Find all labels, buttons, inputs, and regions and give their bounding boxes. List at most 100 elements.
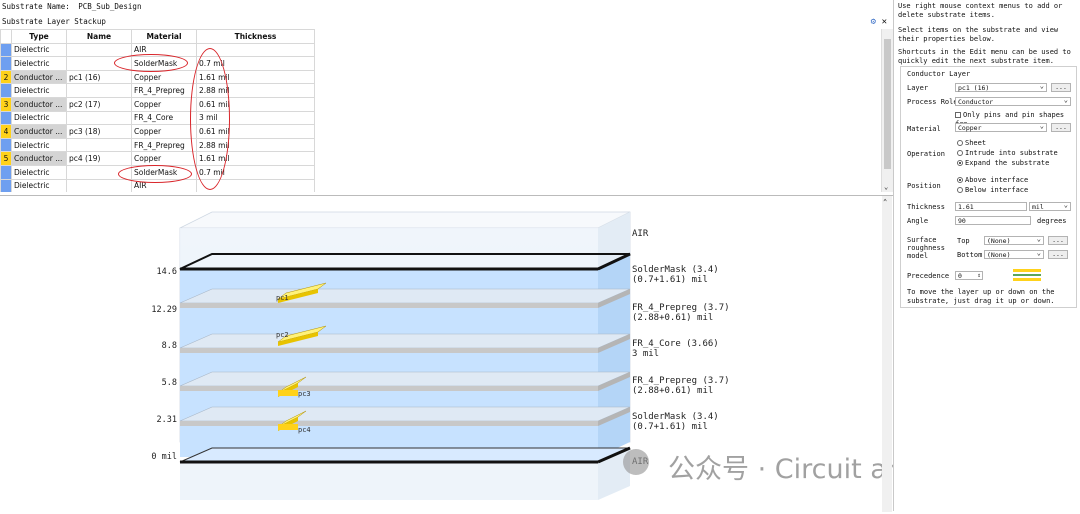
thickness-input[interactable]: 1.61 — [955, 202, 1027, 211]
substrate-editor: Substrate Name: PCB_Sub_Design Substrate… — [0, 0, 1013, 512]
layer-more-button[interactable]: ... — [1051, 83, 1071, 92]
highlight-circle-bottom-soldermask — [118, 165, 192, 183]
cell-material[interactable]: FR_4_Prepreg — [131, 137, 197, 153]
cell-name[interactable]: pc3 (18) — [66, 124, 132, 139]
cell-type[interactable]: Conductor ... — [11, 96, 67, 112]
roughness-bottom-select[interactable]: (None) — [984, 249, 1044, 259]
scrollbar-thumb[interactable] — [884, 39, 891, 169]
roughness-bottom-more-button[interactable]: ... — [1048, 250, 1068, 259]
layer-select[interactable]: pc1 (16) — [955, 82, 1047, 92]
roughness-label-2: roughness — [907, 244, 945, 252]
row-index[interactable] — [0, 83, 12, 98]
process-role-select[interactable]: Conductor — [955, 96, 1071, 106]
position-below-radio[interactable]: Below interface — [957, 186, 1028, 195]
radio-selected-icon[interactable] — [957, 177, 963, 183]
cell-type[interactable]: Dielectric — [11, 164, 67, 180]
table-header: Type Name Material Thickness — [0, 29, 315, 44]
cell-type[interactable]: Conductor ... — [11, 151, 67, 166]
column-name[interactable]: Name — [66, 29, 132, 44]
layer-label-line1: SolderMask (3.4) — [632, 265, 719, 275]
layer-label-line2: (2.88+0.61) mil — [632, 313, 713, 323]
cell-thickness[interactable] — [196, 178, 315, 192]
operation-intrude-radio[interactable]: Intrude into substrate — [957, 149, 1058, 158]
radio-icon[interactable] — [957, 187, 963, 193]
view-scroll-up-icon[interactable]: ⌃ — [883, 198, 888, 206]
air-top-front — [180, 228, 598, 269]
row-index[interactable] — [0, 164, 12, 180]
row-index[interactable]: 4 — [0, 124, 12, 139]
cell-type[interactable]: Dielectric — [11, 110, 67, 126]
cell-type[interactable]: Dielectric — [11, 137, 67, 153]
angle-input[interactable]: 90 — [955, 216, 1031, 225]
interface-strip-1 — [180, 303, 598, 308]
column-thickness[interactable]: Thickness — [196, 29, 315, 44]
cell-type[interactable]: Conductor ... — [11, 124, 67, 139]
cell-name[interactable]: pc2 (17) — [66, 96, 132, 112]
cell-material[interactable]: Copper — [131, 124, 197, 139]
cell-type[interactable]: Dielectric — [11, 56, 67, 71]
cell-material[interactable]: Copper — [131, 96, 197, 112]
column-material[interactable]: Material — [131, 29, 197, 44]
material-select[interactable]: Copper — [955, 122, 1047, 132]
operation-sheet-radio[interactable]: Sheet — [957, 139, 986, 148]
row-index[interactable] — [0, 137, 12, 153]
thickness-label: Thickness — [907, 203, 945, 211]
row-index[interactable]: 3 — [0, 96, 12, 112]
material-more-button[interactable]: ... — [1051, 123, 1071, 132]
radio-selected-icon[interactable] — [957, 160, 963, 166]
cell-name[interactable] — [66, 110, 132, 126]
column-type[interactable]: Type — [11, 29, 67, 44]
roughness-label-1: Surface — [907, 236, 937, 244]
row-index[interactable] — [0, 42, 12, 58]
row-index[interactable] — [0, 178, 12, 192]
cell-material[interactable]: Copper — [131, 151, 197, 166]
interface-strip-3 — [180, 386, 598, 391]
position-above-radio[interactable]: Above interface — [957, 176, 1028, 185]
cell-name[interactable]: pc1 (16) — [66, 69, 132, 85]
radio-icon[interactable] — [957, 150, 963, 156]
cell-name[interactable] — [66, 178, 132, 192]
cell-material[interactable]: FR_4_Prepreg — [131, 83, 197, 98]
checkbox-icon[interactable] — [955, 112, 961, 118]
air-bottom-front — [180, 462, 598, 500]
row-index[interactable] — [0, 56, 12, 71]
roughness-top-more-button[interactable]: ... — [1048, 236, 1068, 245]
view-scrollbar[interactable]: ⌃ — [882, 196, 892, 512]
panel-title: Conductor Layer — [907, 70, 971, 78]
row-index[interactable]: 5 — [0, 151, 12, 166]
precedence-spinner[interactable]: 0⇕ — [955, 271, 983, 280]
scroll-down-icon[interactable]: ⌄ — [884, 183, 889, 191]
operation-expand-radio[interactable]: Expand the substrate — [957, 159, 1049, 168]
roughness-top-select[interactable]: (None) — [984, 235, 1044, 245]
cell-material[interactable]: FR_4_Core — [131, 110, 197, 126]
spinner-arrows-icon[interactable]: ⇕ — [977, 272, 981, 279]
close-icon[interactable]: ✕ — [881, 17, 887, 27]
cell-name[interactable]: pc4 (19) — [66, 151, 132, 166]
cell-type[interactable]: Conductor ... — [11, 69, 67, 85]
interface-side-1 — [598, 289, 630, 308]
settings-icon[interactable]: ⚙ — [870, 17, 876, 27]
thickness-unit-select[interactable]: mil — [1029, 201, 1071, 211]
layer-label: Layer — [907, 84, 929, 92]
cell-name[interactable] — [66, 137, 132, 153]
cell-name[interactable] — [66, 42, 132, 58]
table-scrollbar[interactable]: ⌄ — [881, 29, 893, 192]
radio-icon[interactable] — [957, 140, 963, 146]
cell-type[interactable]: Dielectric — [11, 42, 67, 58]
row-index[interactable]: 2 — [0, 69, 12, 85]
cell-name[interactable] — [66, 83, 132, 98]
row-index[interactable] — [0, 110, 12, 126]
cell-material[interactable]: Copper — [131, 69, 197, 85]
cell-type[interactable]: Dielectric — [11, 83, 67, 98]
cell-type[interactable]: Dielectric — [11, 178, 67, 192]
